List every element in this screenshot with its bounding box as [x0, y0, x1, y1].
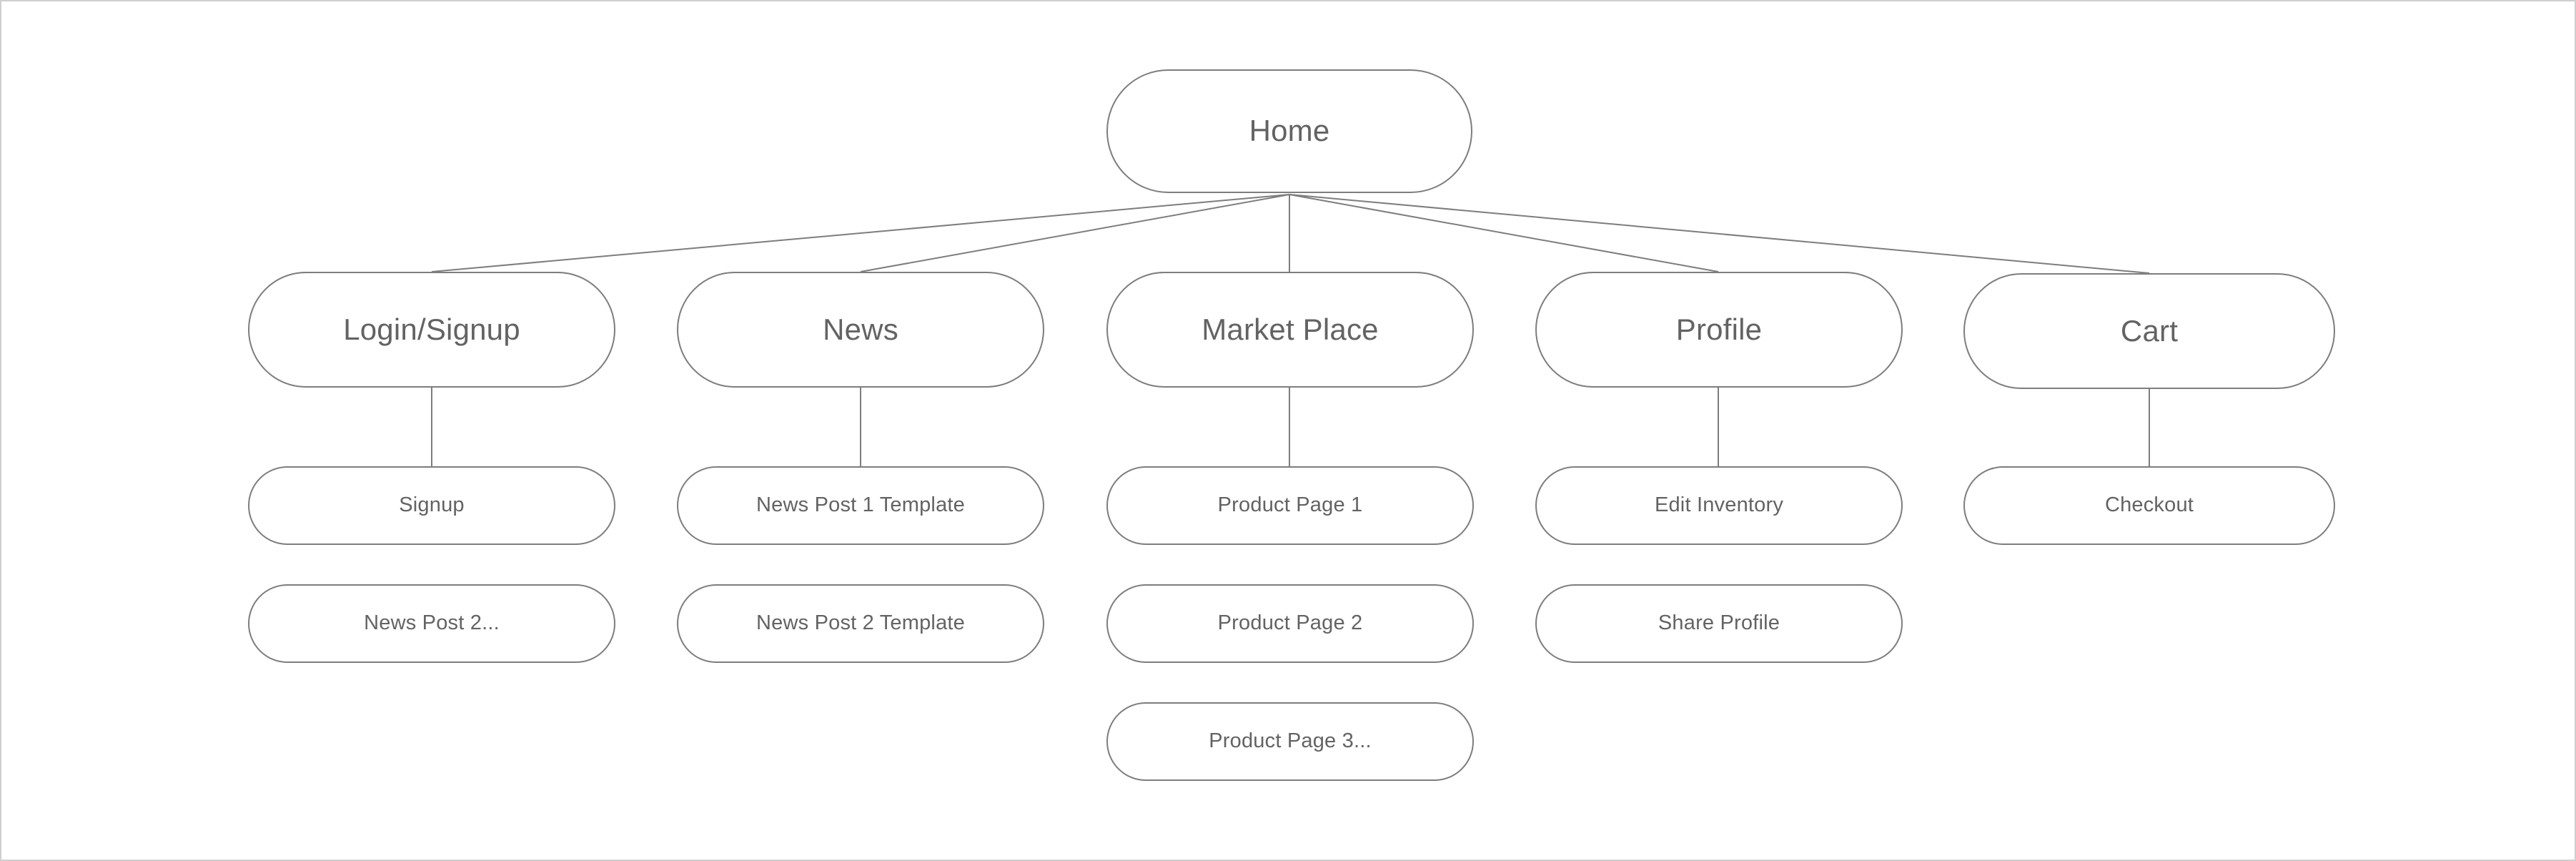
- node-news[interactable]: News: [677, 272, 1044, 388]
- edge-home-to-login-signup: [431, 194, 1290, 272]
- node-news-post-1-template[interactable]: News Post 1 Template: [677, 466, 1044, 545]
- node-news-post-2[interactable]: News Post 2...: [248, 584, 615, 663]
- node-product-page-2[interactable]: Product Page 2: [1106, 584, 1474, 663]
- node-checkout[interactable]: Checkout: [1963, 466, 2335, 545]
- node-home[interactable]: Home: [1106, 69, 1472, 193]
- edge-home-to-news: [860, 194, 1290, 272]
- node-cart[interactable]: Cart: [1963, 273, 2335, 389]
- node-news-post-1-template-label: News Post 1 Template: [756, 493, 965, 517]
- node-news-post-2-template-label: News Post 2 Template: [756, 611, 965, 635]
- node-home-label: Home: [1249, 114, 1330, 148]
- node-edit-inventory-label: Edit Inventory: [1654, 493, 1784, 517]
- node-share-profile[interactable]: Share Profile: [1535, 584, 1903, 663]
- node-cart-label: Cart: [2120, 313, 2179, 348]
- node-product-page-3[interactable]: Product Page 3...: [1106, 702, 1474, 781]
- node-product-page-3-label: Product Page 3...: [1209, 729, 1372, 753]
- node-news-post-2-template[interactable]: News Post 2 Template: [677, 584, 1044, 663]
- node-checkout-label: Checkout: [2104, 493, 2194, 517]
- node-login-signup-label: Login/Signup: [343, 312, 520, 346]
- node-news-label: News: [823, 312, 898, 346]
- node-share-profile-label: Share Profile: [1658, 611, 1780, 635]
- edge-home-to-cart: [1289, 194, 2150, 274]
- node-profile-label: Profile: [1675, 312, 1763, 346]
- edge-home-to-profile: [1289, 194, 1719, 272]
- node-market-place-label: Market Place: [1202, 312, 1379, 346]
- node-login-signup[interactable]: Login/Signup: [248, 272, 615, 388]
- node-signup-label: Signup: [399, 493, 465, 517]
- node-product-page-1[interactable]: Product Page 1: [1106, 466, 1474, 545]
- node-signup[interactable]: Signup: [248, 466, 615, 545]
- node-edit-inventory[interactable]: Edit Inventory: [1535, 466, 1903, 545]
- node-profile[interactable]: Profile: [1535, 272, 1903, 388]
- node-news-post-2-label: News Post 2...: [364, 611, 500, 635]
- node-product-page-2-label: Product Page 2: [1217, 611, 1363, 635]
- node-product-page-1-label: Product Page 1: [1217, 493, 1363, 517]
- node-market-place[interactable]: Market Place: [1106, 272, 1474, 388]
